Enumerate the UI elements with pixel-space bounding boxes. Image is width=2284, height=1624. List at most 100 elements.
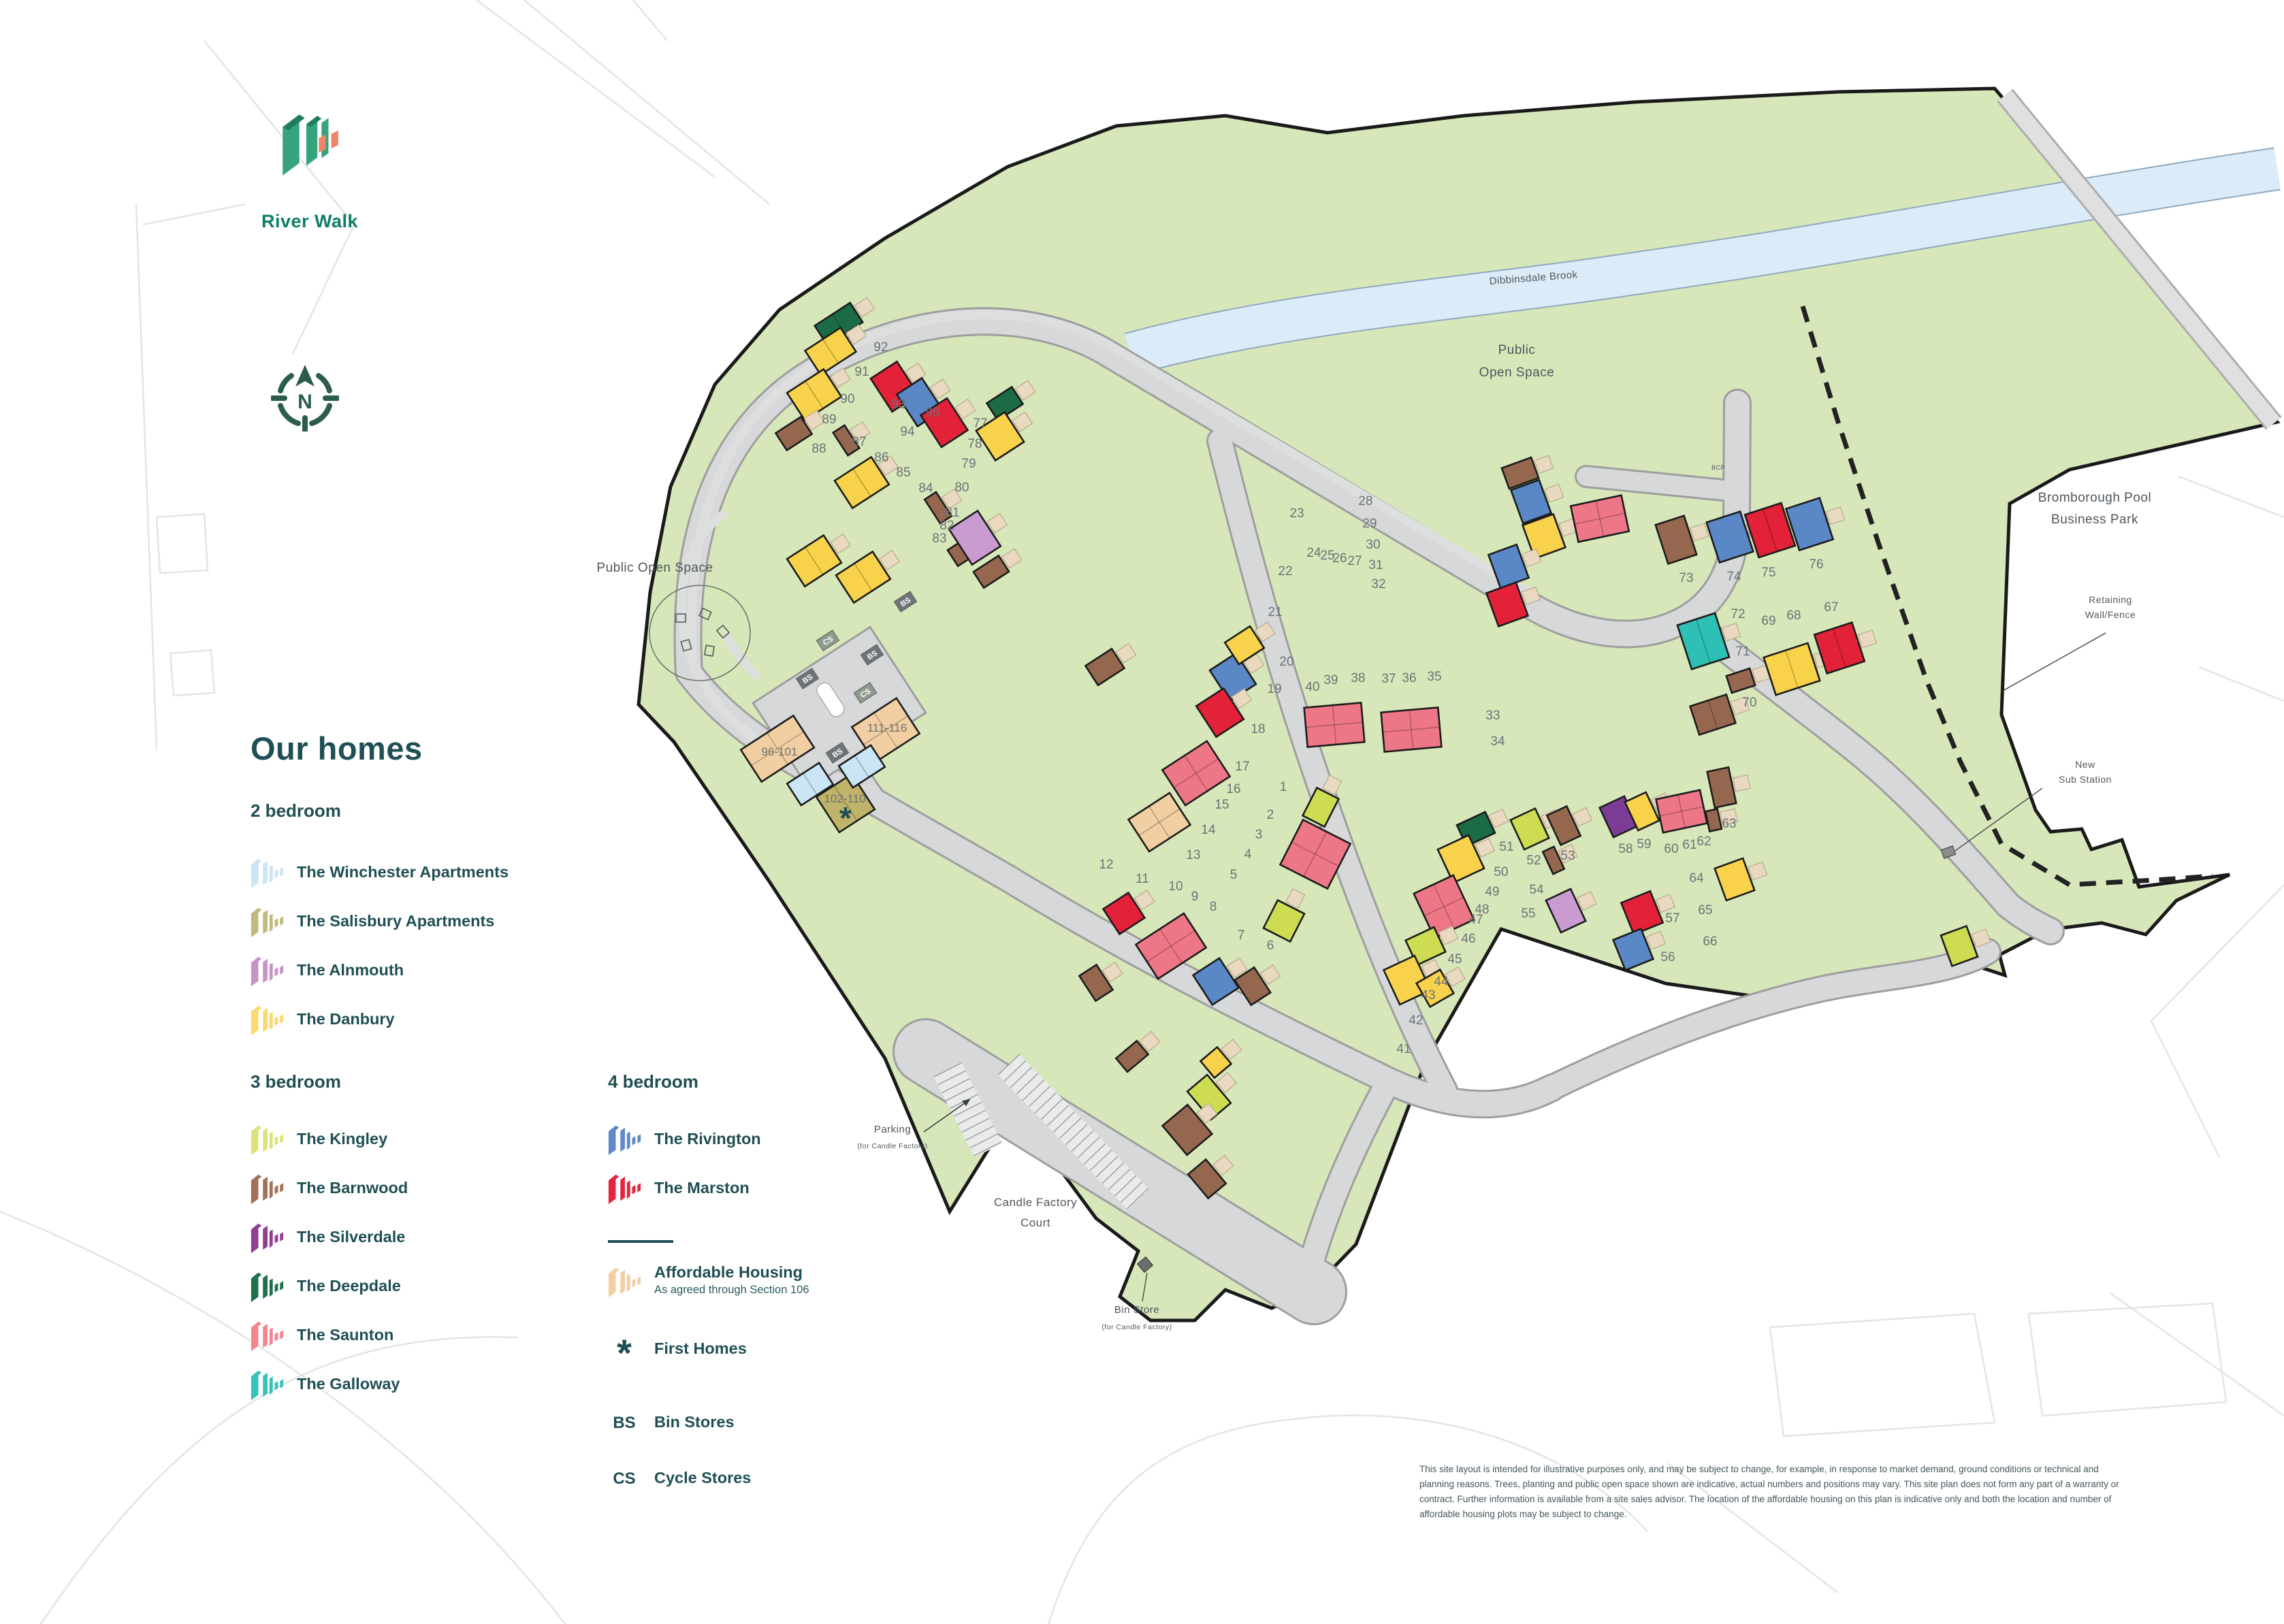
plot-number-55: 55 xyxy=(1521,907,1535,921)
house-divider xyxy=(751,731,804,766)
plot-number-94: 94 xyxy=(900,425,915,439)
play-equipment-icon xyxy=(675,613,686,623)
house-divider xyxy=(1574,513,1626,525)
legend-item-label: The Danbury xyxy=(297,1009,395,1028)
plot-number-44: 44 xyxy=(1434,975,1449,989)
plot-number-39: 39 xyxy=(1323,673,1338,687)
parking-bay-line xyxy=(1065,1124,1088,1146)
house-footprint xyxy=(1521,513,1567,560)
context-line xyxy=(1047,1418,1294,1624)
plot-number-40: 40 xyxy=(1305,680,1319,694)
house-footprint xyxy=(1611,927,1655,972)
plot-number-15: 15 xyxy=(1215,798,1229,812)
plot-number-11: 11 xyxy=(1136,872,1149,886)
house-footprint xyxy=(1763,642,1821,696)
context-line xyxy=(524,0,770,205)
first-homes-star-icon: * xyxy=(617,1331,632,1374)
house-footprint xyxy=(1262,898,1306,943)
driveway xyxy=(1212,1154,1234,1176)
map-house-t xyxy=(1676,612,1741,670)
plot-number-93: 93 xyxy=(891,397,905,412)
footpath xyxy=(722,632,760,680)
parking-bay-line xyxy=(1046,1105,1069,1126)
legend-item-the-winchester-apartments: The Winchester Apartments xyxy=(249,854,509,890)
driveway xyxy=(1557,843,1578,864)
house-footprint xyxy=(815,773,876,834)
map-label-retaining: Retaining xyxy=(2089,594,2132,605)
house-footprint xyxy=(1940,924,1979,968)
house-divider xyxy=(833,785,858,822)
legend-item-label: The Saunton xyxy=(297,1325,394,1344)
legend-item-label: The Barnwood xyxy=(297,1178,408,1197)
driveway xyxy=(1655,893,1676,913)
map-house-n xyxy=(1704,807,1739,833)
house-divider xyxy=(852,468,871,497)
house-type-icon xyxy=(251,1174,284,1205)
legend-item-the-danbury: The Danbury xyxy=(249,1001,395,1037)
driveway xyxy=(1254,621,1276,643)
legend-item-label: The Winchester Apartments xyxy=(297,862,509,881)
road xyxy=(1775,681,1846,749)
context-line xyxy=(1667,1463,1839,1593)
house-footprint xyxy=(1784,496,1835,552)
plot-number-61: 61 xyxy=(1682,838,1696,852)
parking-bay-line xyxy=(941,1078,970,1094)
bin-store-marker: BS xyxy=(795,668,820,689)
driveway xyxy=(1534,455,1554,474)
house-footprint xyxy=(1485,581,1530,628)
plot-number-36: 36 xyxy=(1402,671,1416,685)
plot-number-4: 4 xyxy=(1244,847,1252,862)
driveway xyxy=(1521,586,1541,606)
house-divider xyxy=(1424,896,1464,917)
plot-number-95: 95 xyxy=(925,406,939,420)
house-footprint xyxy=(1127,792,1192,853)
leader-line xyxy=(1955,787,2043,851)
parking-bay-line xyxy=(1022,1079,1045,1101)
house-footprint xyxy=(1380,707,1443,753)
plot-number-46: 46 xyxy=(1461,932,1475,946)
map-house-k xyxy=(815,773,876,834)
new-sub-station-box xyxy=(1940,845,1957,859)
map-house-l xyxy=(1262,888,1306,943)
play-equipment-icon xyxy=(680,638,692,652)
map-label-sub-station: Sub Station xyxy=(2059,774,2112,785)
house-divider xyxy=(1146,930,1195,962)
map-house-y xyxy=(1521,513,1579,560)
map-label-for-candle-factory: (for Candle Factory) xyxy=(857,1142,927,1150)
map-house-s xyxy=(1380,707,1443,753)
map-house-b xyxy=(1509,478,1564,525)
house-footprint xyxy=(835,550,892,604)
map-house-l xyxy=(1301,774,1342,828)
driveway xyxy=(1732,774,1751,792)
plot-number-28: 28 xyxy=(1358,494,1372,508)
plot-number-73: 73 xyxy=(1679,571,1693,585)
parking-arrow xyxy=(923,1099,971,1133)
context-line xyxy=(2178,475,2284,519)
plot-number-17: 17 xyxy=(1235,760,1249,774)
plot-number-96-101: 96-101 xyxy=(762,745,798,758)
svg-text:N: N xyxy=(297,391,312,413)
parking-bay-line xyxy=(1120,1181,1143,1203)
parking-bay-line xyxy=(1003,1060,1027,1082)
plot-number-30: 30 xyxy=(1366,538,1380,552)
map-house-w xyxy=(837,744,886,789)
map-house-y xyxy=(835,549,901,604)
map-house-n xyxy=(831,421,871,457)
context-line xyxy=(155,513,209,574)
plot-number-24: 24 xyxy=(1306,546,1321,560)
house-divider xyxy=(1138,808,1180,837)
play-equipment-icon xyxy=(703,645,715,657)
map-house-l xyxy=(1404,925,1459,967)
plot-number-1: 1 xyxy=(1280,780,1287,794)
map-house-s xyxy=(1278,818,1352,890)
driveway xyxy=(1719,808,1739,826)
plot-number-34: 34 xyxy=(1490,734,1505,749)
map-house-y xyxy=(803,324,867,376)
plot-number-51: 51 xyxy=(1499,840,1513,854)
driveway xyxy=(1730,696,1750,715)
plot-number-67: 67 xyxy=(1824,600,1838,615)
map-label-parking: Parking xyxy=(874,1124,911,1135)
driveway xyxy=(1748,861,1768,881)
map-house-w xyxy=(786,762,835,807)
